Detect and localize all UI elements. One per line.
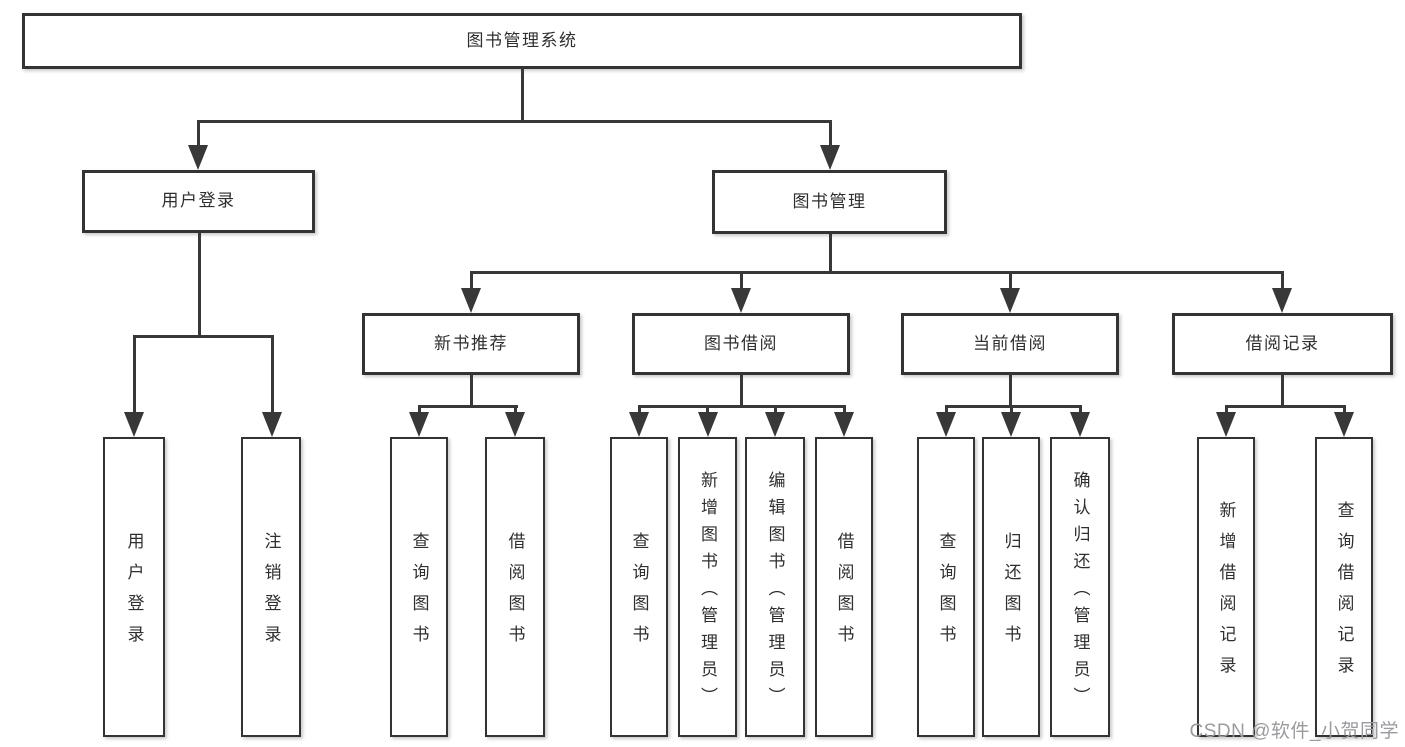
connector-hline: [196, 119, 832, 123]
leaf-borrow-books: 借阅图书: [815, 437, 873, 737]
connector-vline: [828, 234, 832, 274]
connector-hline: [1224, 404, 1346, 408]
arrowhead-down-icon: [1000, 288, 1020, 313]
leaf-label: 查询图书: [629, 532, 649, 656]
connector-vline: [1008, 272, 1012, 293]
arrowhead-down-icon: [262, 412, 282, 437]
node-user-login: 用户登录: [82, 170, 315, 233]
leaf-label: 借阅图书: [505, 532, 525, 656]
leaf-label: 新增借阅记录: [1216, 501, 1236, 687]
connector-hline: [469, 270, 1284, 274]
connector-vline: [469, 272, 473, 293]
leaf-edit-books-admin: 编辑图书（管理员）: [745, 437, 805, 737]
arrowhead-down-icon: [1334, 412, 1354, 437]
arrowhead-down-icon: [1001, 412, 1021, 437]
arrowhead-down-icon: [820, 145, 840, 170]
connector-vline: [842, 406, 846, 416]
leaf-logout: 注销登录: [241, 437, 301, 737]
connector-vline: [1009, 406, 1013, 416]
leaf-label: 注销登录: [261, 532, 281, 656]
node-label: 当前借阅: [973, 333, 1047, 353]
connector-vline: [197, 233, 201, 338]
arrowhead-down-icon: [936, 412, 956, 437]
node-label: 图书管理: [792, 191, 867, 211]
leaf-label: 借阅图书: [834, 532, 854, 656]
leaf-return-books: 归还图书: [982, 437, 1040, 737]
leaf-user-login: 用户登录: [103, 437, 165, 737]
connector-vline: [1280, 272, 1284, 293]
connector-vline: [739, 272, 743, 293]
arrowhead-down-icon: [1070, 412, 1090, 437]
arrowhead-down-icon: [629, 412, 649, 437]
arrowhead-down-icon: [188, 145, 208, 170]
connector-vline: [196, 121, 200, 150]
arrowhead-down-icon: [731, 288, 751, 313]
leaf-label: 编辑图书（管理员）: [765, 470, 785, 714]
connector-vline: [828, 121, 832, 150]
arrowhead-down-icon: [1216, 412, 1236, 437]
node-label: 用户登录: [161, 191, 236, 211]
leaf-query-borrow-record: 查询借阅记录: [1315, 437, 1373, 737]
arrowhead-down-icon: [505, 412, 525, 437]
connector-vline: [739, 375, 743, 408]
connector-vline: [1224, 406, 1228, 416]
connector-vline: [520, 69, 524, 123]
leaf-label: 查询图书: [409, 532, 429, 656]
connector-vline: [706, 406, 709, 416]
leaf-label: 确认归还（管理员）: [1070, 470, 1090, 714]
connector-vline: [1280, 375, 1284, 408]
connector-hline: [132, 334, 274, 338]
connector-hline: [417, 404, 518, 408]
node-library-management-system: 图书管理系统: [22, 13, 1022, 69]
arrowhead-down-icon: [834, 412, 854, 437]
connector-vline: [270, 336, 274, 416]
leaf-label: 归还图书: [1001, 532, 1021, 656]
leaf-label: 用户登录: [124, 532, 144, 656]
node-label: 图书管理系统: [466, 30, 578, 50]
node-book-borrowing: 图书借阅: [632, 313, 850, 375]
leaf-label: 查询借阅记录: [1334, 501, 1354, 687]
node-book-management: 图书管理: [712, 170, 947, 234]
connector-hline: [944, 404, 1082, 408]
node-new-book-recommend: 新书推荐: [362, 313, 580, 375]
connector-hline: [637, 404, 846, 408]
leaf-borrow-books-recommend: 借阅图书: [485, 437, 545, 737]
connector-vline: [637, 406, 641, 416]
arrowhead-down-icon: [461, 288, 481, 313]
leaf-query-books-current: 查询图书: [917, 437, 975, 737]
arrowhead-down-icon: [765, 412, 785, 437]
arrowhead-down-icon: [697, 412, 718, 437]
leaf-label: 查询图书: [936, 532, 956, 656]
connector-vline: [1008, 375, 1012, 408]
connector-vline: [773, 406, 777, 416]
arrowhead-down-icon: [1272, 288, 1292, 313]
connector-vline: [1342, 406, 1346, 416]
leaf-query-books-recommend: 查询图书: [390, 437, 448, 737]
leaf-add-borrow-record: 新增借阅记录: [1197, 437, 1255, 737]
leaf-query-books-borrow: 查询图书: [610, 437, 668, 737]
node-label: 借阅记录: [1245, 333, 1320, 353]
node-label: 图书借阅: [704, 333, 778, 353]
connector-vline: [513, 406, 517, 416]
connector-vline: [944, 406, 948, 416]
node-borrowing-records: 借阅记录: [1172, 313, 1393, 375]
leaf-add-books-admin: 新增图书（管理员）: [678, 437, 737, 737]
node-label: 新书推荐: [434, 333, 508, 353]
connector-vline: [417, 406, 421, 416]
connector-vline: [469, 375, 473, 408]
csdn-watermark: CSDN @软件_小贺同学: [1189, 721, 1399, 742]
connector-vline: [1078, 406, 1082, 416]
arrowhead-down-icon: [409, 412, 429, 437]
leaf-confirm-return-admin: 确认归还（管理员）: [1050, 437, 1110, 737]
leaf-label: 新增图书（管理员）: [698, 470, 717, 714]
connector-vline: [132, 336, 136, 416]
node-current-borrowing: 当前借阅: [901, 313, 1119, 375]
arrowhead-down-icon: [124, 412, 144, 437]
